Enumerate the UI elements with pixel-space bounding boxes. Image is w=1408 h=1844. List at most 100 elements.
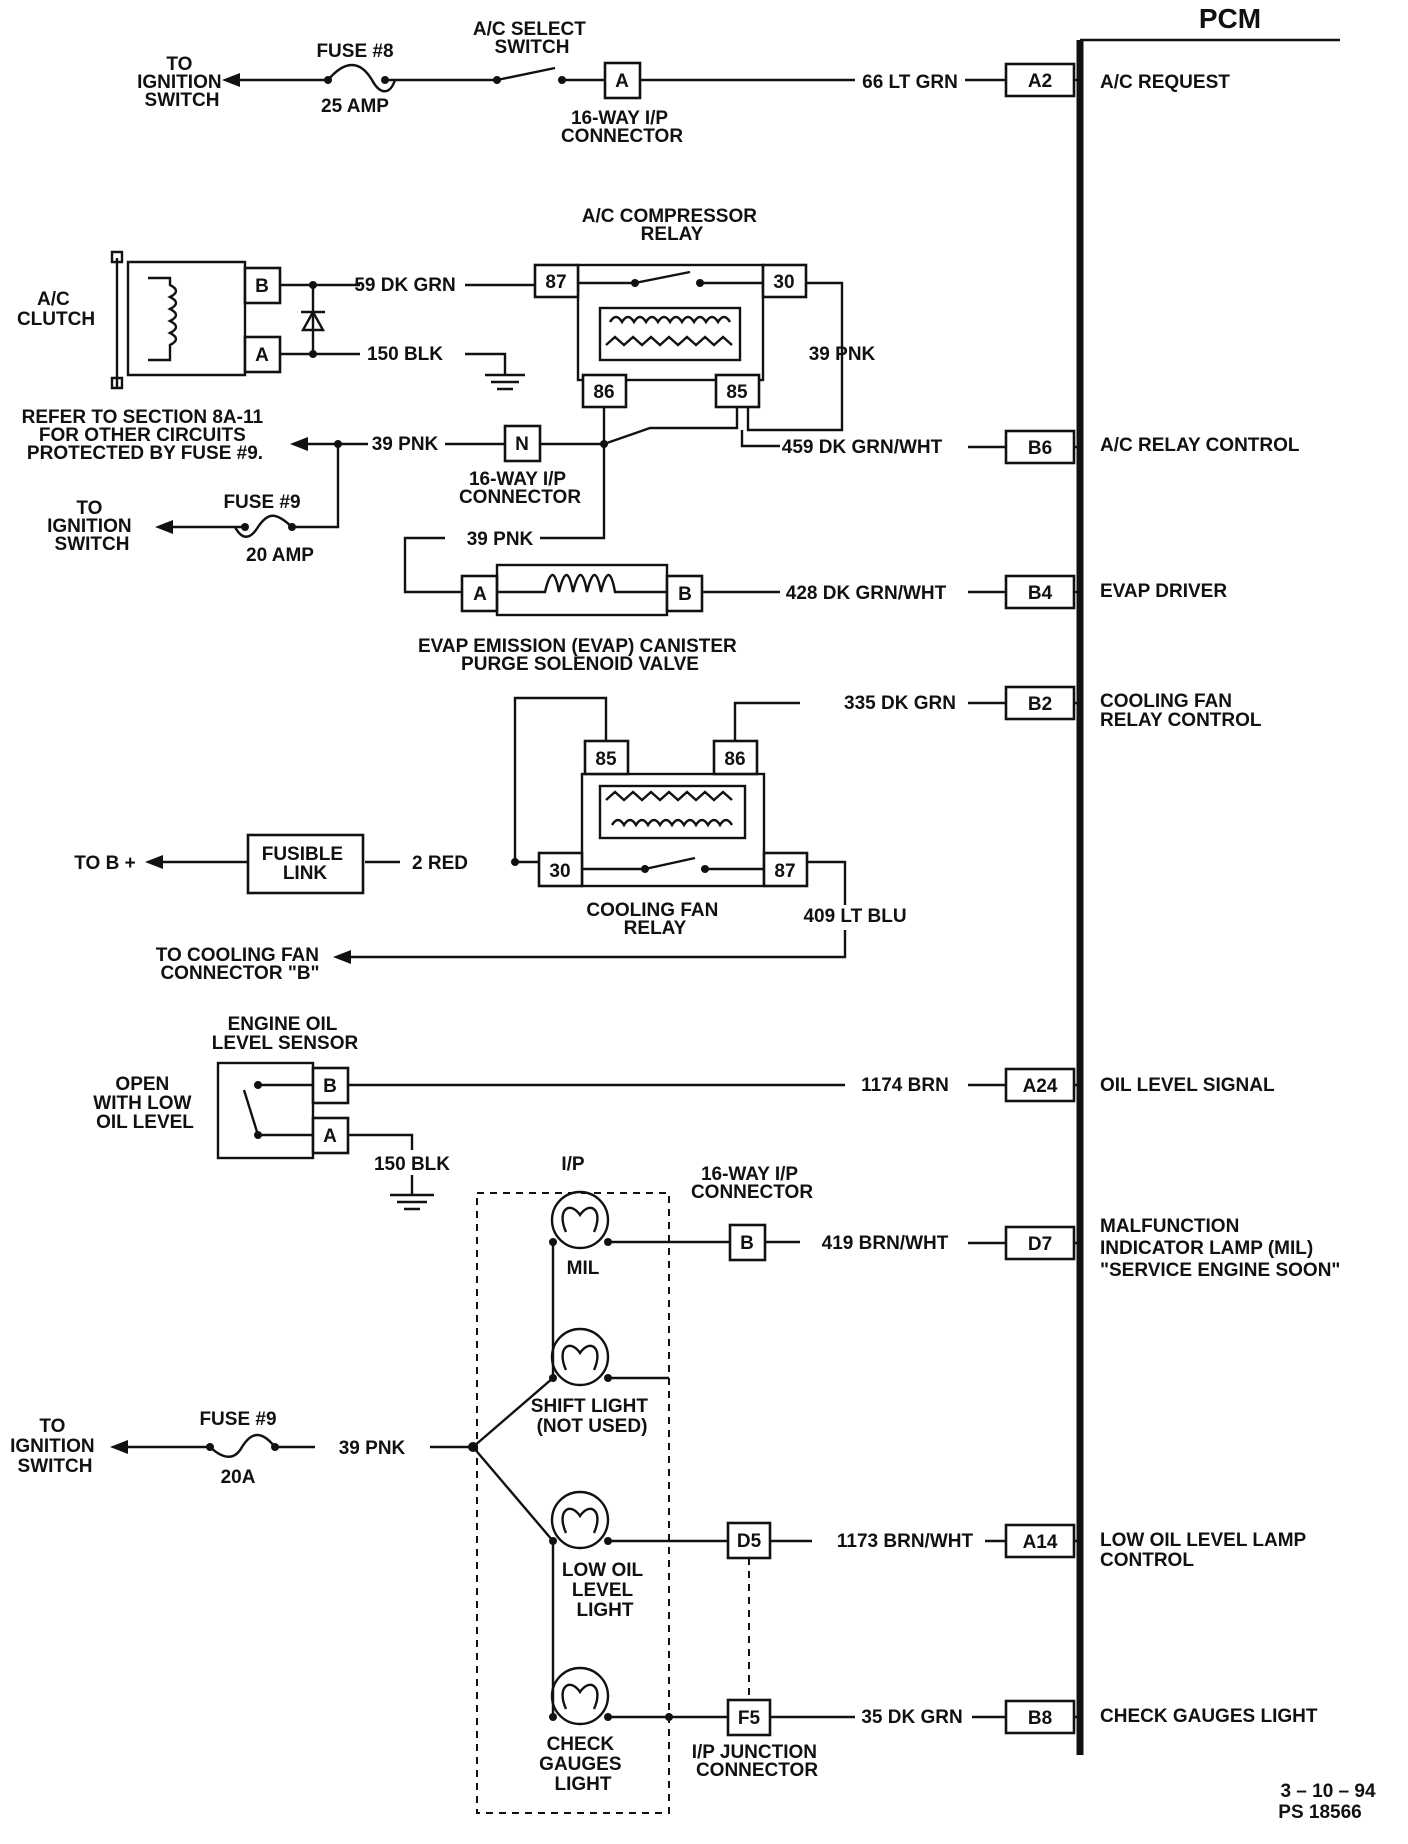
ip-connector-label-2: 16-WAY I/P CONNECTOR (459, 469, 581, 508)
oil-pin-b: B (323, 1076, 337, 1097)
wire-1173-label: 1173 BRN/WHT (837, 1531, 974, 1552)
connector-b: B (740, 1233, 754, 1254)
connector-d5: D5 (737, 1531, 762, 1552)
pcm-pin-a2: A2 (1004, 62, 1080, 98)
wire-66-label: 66 LT GRN (862, 72, 958, 93)
connector-n: N (515, 434, 529, 455)
fuse-8-label: FUSE #8 (316, 41, 393, 62)
fuse-9-label: FUSE #9 (223, 492, 300, 513)
ac-relay-body (576, 263, 765, 382)
pcm-func-b6: A/C RELAY CONTROL (1100, 435, 1300, 456)
fuse-9b-amp: 20A (221, 1467, 256, 1488)
pcm-func-d7-line1: MALFUNCTION (1100, 1216, 1239, 1237)
pcm-func-a24: OIL LEVEL SIGNAL (1100, 1075, 1275, 1096)
low-oil-bulb-icon (550, 1490, 610, 1550)
arrow-left-icon (333, 950, 351, 964)
ac-clutch-body (126, 260, 247, 377)
clutch-diode-icon (300, 309, 326, 332)
fusible-link-label: FUSIBLE LINK (262, 844, 349, 884)
ac-clutch-label: A/C CLUTCH (17, 289, 95, 330)
wire-1174-label: 1174 BRN (861, 1075, 949, 1096)
svg-text:B8: B8 (1028, 1708, 1052, 1729)
fuse-9-amp: 20 AMP (246, 545, 314, 566)
fan-relay-resistor (605, 790, 733, 802)
arrow-left-icon (110, 1440, 128, 1454)
check-gauges-label: CHECK GAUGES LIGHT (539, 1734, 627, 1795)
evap-solenoid-body (495, 563, 669, 617)
refer-note: REFER TO SECTION 8A-11 FOR OTHER CIRCUIT… (22, 407, 269, 464)
pcm-func-a2: A/C REQUEST (1100, 72, 1230, 93)
fuse-9b-label: FUSE #9 (199, 1409, 276, 1430)
svg-text:A24: A24 (1023, 1076, 1058, 1097)
ac-relay-resistor (605, 335, 733, 347)
wire-39-pnk-a-label: 39 PNK (372, 434, 439, 455)
wire-428-label: 428 DK GRN/WHT (786, 583, 947, 604)
clutch-pin-a: A (255, 345, 269, 366)
wire-59-label: 59 DK GRN (354, 275, 455, 296)
footer-ref: PS 18566 (1278, 1802, 1361, 1823)
ac-relay-pin-85: 85 (726, 382, 748, 403)
pcm-func-d7-line3: "SERVICE ENGINE SOON" (1100, 1260, 1340, 1281)
pcm-pin-d7: D7 (1004, 1225, 1080, 1261)
ac-select-switch-symbol (496, 66, 556, 82)
pcm-func-b2-line2: RELAY CONTROL (1100, 710, 1262, 731)
fuse-9b-symbol (209, 1433, 276, 1458)
to-ignition-label-3: TO IGNITION SWITCH (10, 1416, 100, 1477)
svg-text:D7: D7 (1028, 1234, 1052, 1255)
ip-junction-label: I/P JUNCTION CONNECTOR (692, 1742, 823, 1781)
wire-2-red-label: 2 RED (412, 853, 468, 874)
fuse-8-amp: 25 AMP (321, 96, 389, 117)
ac-relay-coil-box (598, 306, 742, 362)
pcm-func-b8: CHECK GAUGES LIGHT (1100, 1706, 1318, 1727)
svg-text:B2: B2 (1028, 694, 1052, 715)
connector-n-box (503, 424, 542, 463)
oil-sensor-switch (242, 1089, 260, 1136)
wire-39-pnk-c-label: 39 PNK (467, 529, 534, 550)
oil-level-sensor: ENGINE OIL LEVEL SENSOR B A OPEN WITH LO… (93, 1014, 1006, 1211)
ip-connector-label-1: 16-WAY I/P CONNECTOR (561, 108, 683, 147)
svg-text:B4: B4 (1028, 583, 1053, 604)
pcm-pin-b8: B8 (1004, 1699, 1080, 1735)
fan-relay-pin-87: 87 (774, 861, 795, 882)
wire-39-pnk-d-label: 39 PNK (339, 1438, 406, 1459)
pcm: PCM A2 B6 B4 B2 A24 D (1004, 3, 1340, 1755)
oil-sensor-label: ENGINE OIL LEVEL SENSOR (212, 1014, 359, 1054)
footer: 3 – 10 – 94 PS 18566 (1278, 1781, 1376, 1823)
clutch-pin-b: B (255, 276, 269, 297)
pcm-pin-b6: B6 (1004, 429, 1080, 465)
wire-150-blk-2-label: 150 BLK (374, 1154, 450, 1175)
shift-light-label: SHIFT LIGHT (NOT USED) (531, 1396, 653, 1437)
ip-cluster-outline (476, 1192, 670, 1814)
ac-select-switch-label: A/C SELECT SWITCH (473, 19, 591, 58)
wire-459-label: 459 DK GRN/WHT (782, 437, 943, 458)
connector-a: A (615, 71, 629, 92)
pcm-title: PCM (1199, 3, 1261, 34)
check-gauges-bulb-icon (550, 1666, 610, 1726)
fuse-8-symbol (327, 63, 397, 93)
low-oil-label: LOW OIL LEVEL LIGHT (562, 1560, 648, 1621)
wire-419-label: 419 BRN/WHT (822, 1233, 949, 1254)
ac-clutch: B A A/C CLUTCH 59 DK GRN 150 BLK (17, 250, 535, 391)
ac-relay-pin-30: 30 (773, 272, 794, 293)
arrow-left-icon (155, 520, 173, 534)
to-bplus-label: TO B + (74, 853, 135, 874)
ac-compressor-relay: A/C COMPRESSOR RELAY 87 30 86 85 39 PNK (533, 206, 876, 432)
ground-icon-1 (485, 373, 525, 391)
pcm-pin-a24: A24 (1004, 1067, 1080, 1103)
ip-cluster: I/P MIL B 16-WAY I/P CONNECTOR 419 BRN/W… (10, 1154, 1006, 1814)
connector-f5: F5 (738, 1708, 761, 1729)
evap-pin-a: A (473, 584, 487, 605)
evap-pin-b: B (678, 584, 692, 605)
fan-relay-pin-85: 85 (595, 749, 617, 770)
fan-relay-coil-box (598, 784, 747, 840)
wire-335-label: 335 DK GRN (844, 693, 956, 714)
cooling-fan-relay: 85 86 30 87 335 DK GRN 2 RED FUSIBLE LIN… (74, 693, 1006, 984)
fan-relay-coil (610, 818, 734, 828)
mil-label: MIL (567, 1258, 600, 1279)
wire-35-label: 35 DK GRN (861, 1707, 962, 1728)
shift-light-bulb-icon (550, 1327, 610, 1387)
connector-d5-box (726, 1521, 772, 1560)
arrow-left-icon (222, 73, 240, 87)
wire-150-blk-1-label: 150 BLK (367, 344, 443, 365)
pcm-func-b2-line1: COOLING FAN (1100, 691, 1232, 712)
